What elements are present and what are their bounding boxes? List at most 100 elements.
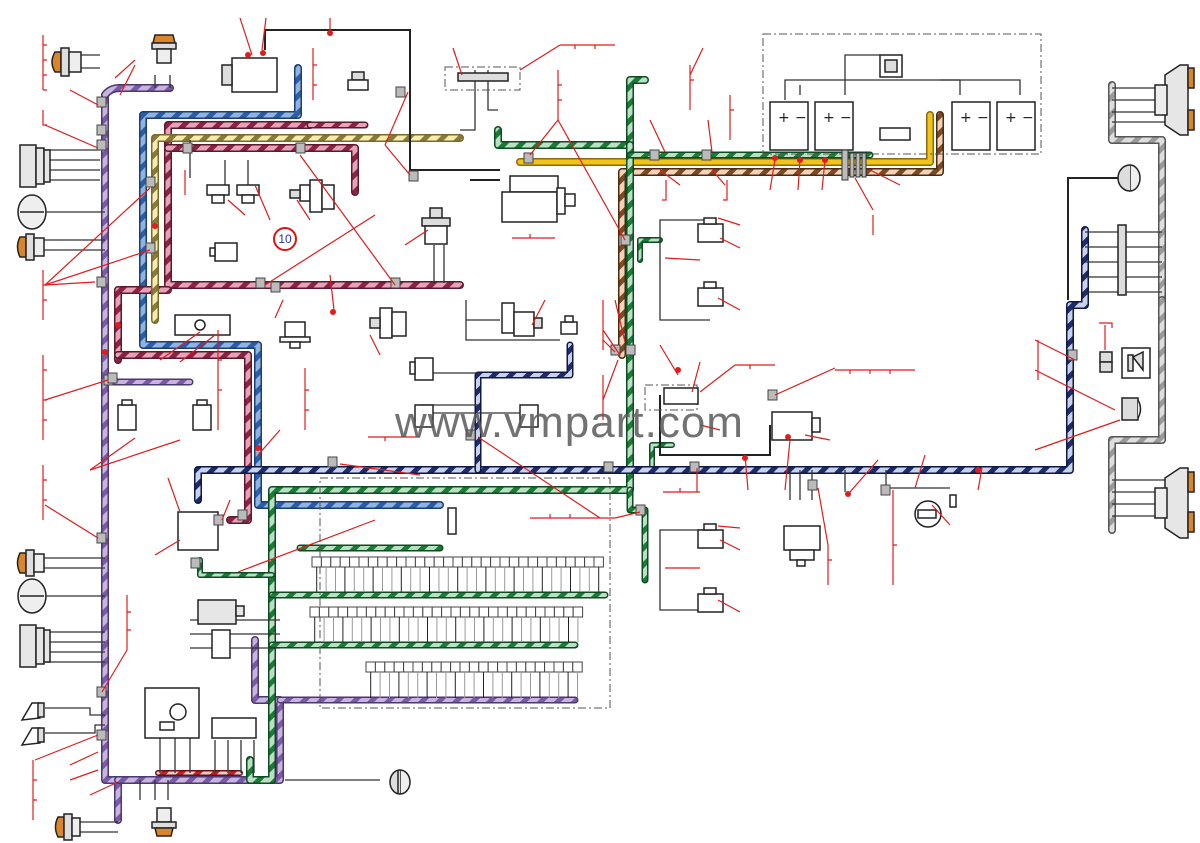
sensor-lower-1 xyxy=(697,523,724,549)
harness-connector xyxy=(213,514,224,526)
fuse-terminal xyxy=(471,556,482,568)
harness-connector xyxy=(190,557,201,569)
fuse-terminal xyxy=(394,606,405,618)
battery-1 xyxy=(769,101,809,151)
carburettor-valve-block xyxy=(369,307,407,339)
svg-text:−: − xyxy=(977,110,989,126)
fuse-terminal xyxy=(562,661,574,673)
alternator-regulator xyxy=(783,525,821,567)
fuse-terminal xyxy=(421,661,433,673)
harness-connector xyxy=(390,277,401,289)
fuse-terminal xyxy=(450,661,461,673)
front-left-marker-lamp xyxy=(16,233,45,261)
fuse-terminal xyxy=(584,556,595,568)
oil-pressure-sensor-1 xyxy=(206,184,230,204)
control-unit xyxy=(177,511,219,551)
harness-connector xyxy=(649,149,660,161)
brown-harness xyxy=(618,111,944,359)
fuse-terminal xyxy=(403,661,414,673)
relay-box xyxy=(663,387,699,405)
right-marker-lamp xyxy=(1117,164,1141,192)
oil-pressure-sensor-2 xyxy=(236,184,260,204)
harness-connector xyxy=(408,170,419,182)
fuse-terminal xyxy=(459,606,471,618)
fuse-terminal xyxy=(525,606,537,618)
fuse-terminal xyxy=(490,556,501,568)
fuse-terminal xyxy=(544,606,555,618)
harness-connector xyxy=(603,461,614,473)
fuel-level-sensor xyxy=(914,494,957,528)
harness-connector xyxy=(395,86,406,98)
fuse-terminal xyxy=(374,661,386,673)
fuse-terminal xyxy=(441,606,452,618)
fuse-terminal xyxy=(375,606,386,618)
fuse-terminal xyxy=(349,556,360,568)
connector-strip-right xyxy=(1117,224,1127,296)
harness-connector xyxy=(610,344,621,356)
svg-text:−: − xyxy=(1022,110,1034,126)
harness-connector xyxy=(1067,349,1078,361)
idle-switch xyxy=(560,315,578,335)
solenoid-small xyxy=(209,242,238,262)
harness-connector xyxy=(255,277,266,289)
harness-connector xyxy=(96,532,107,544)
connector-block-4pin xyxy=(211,717,257,739)
fuse-terminal xyxy=(478,606,490,618)
svg-text:−: − xyxy=(840,110,852,126)
fuse-terminal xyxy=(412,661,423,673)
fuse-terminal xyxy=(515,661,527,673)
harness-connector xyxy=(635,504,646,516)
fuse-holder xyxy=(447,507,457,535)
rear-bottom-centre-lamp xyxy=(151,807,177,837)
rear-left-amber-lamp xyxy=(16,549,45,577)
fuse-terminal xyxy=(393,661,405,673)
harness-connector xyxy=(96,729,107,741)
fuse-strip-top xyxy=(457,72,509,82)
fuse-terminal xyxy=(487,661,499,673)
fuse-terminal xyxy=(309,606,320,618)
speed-sensor-left xyxy=(409,357,434,381)
harness-connector xyxy=(523,152,534,164)
fuse-terminal xyxy=(506,661,517,673)
rear-right-lamp-cluster-top xyxy=(1154,64,1195,136)
fuse-terminal xyxy=(516,606,527,618)
harness-connector xyxy=(182,142,193,154)
fuse-terminal xyxy=(478,661,489,673)
fuse-terminal xyxy=(311,556,322,568)
fuse-terminal xyxy=(443,556,454,568)
fuse-terminal xyxy=(412,606,424,618)
svg-text:−: − xyxy=(795,110,807,126)
fuse-terminal xyxy=(534,661,546,673)
instrument-panel-box xyxy=(319,477,611,709)
fuse-terminal xyxy=(386,556,398,568)
fuse-terminal xyxy=(403,606,414,618)
front-left-headlamp xyxy=(19,144,51,188)
wheel-sensor-right xyxy=(519,404,539,428)
harness-connector xyxy=(465,429,476,441)
harness-connector xyxy=(689,461,700,473)
fuse-terminal xyxy=(508,556,520,568)
fuse-terminal xyxy=(318,606,330,618)
fuse-terminal xyxy=(499,556,510,568)
fuse-terminal xyxy=(337,606,349,618)
harness-connector xyxy=(880,484,891,496)
harness-connector xyxy=(107,372,118,384)
fuse-terminal xyxy=(488,606,499,618)
fuse-terminal xyxy=(461,556,473,568)
harness-connector xyxy=(807,479,818,491)
battery-2 xyxy=(814,101,854,151)
front-side-lamp-top xyxy=(151,34,177,64)
harness-connector xyxy=(96,686,107,698)
harness-connector xyxy=(237,509,248,521)
rear-centre-round-lamp xyxy=(389,769,411,795)
fuse-terminal xyxy=(422,606,433,618)
fuse-terminal xyxy=(553,606,565,618)
distributor-sensor xyxy=(347,71,369,91)
fuse-terminal xyxy=(424,556,435,568)
connector-block-3x4 xyxy=(211,629,231,659)
rear-right-lamp-cluster-bottom xyxy=(1154,467,1195,539)
fuel-pump-block xyxy=(289,179,335,213)
fuse-terminal xyxy=(555,556,567,568)
harness-connector xyxy=(96,96,107,108)
